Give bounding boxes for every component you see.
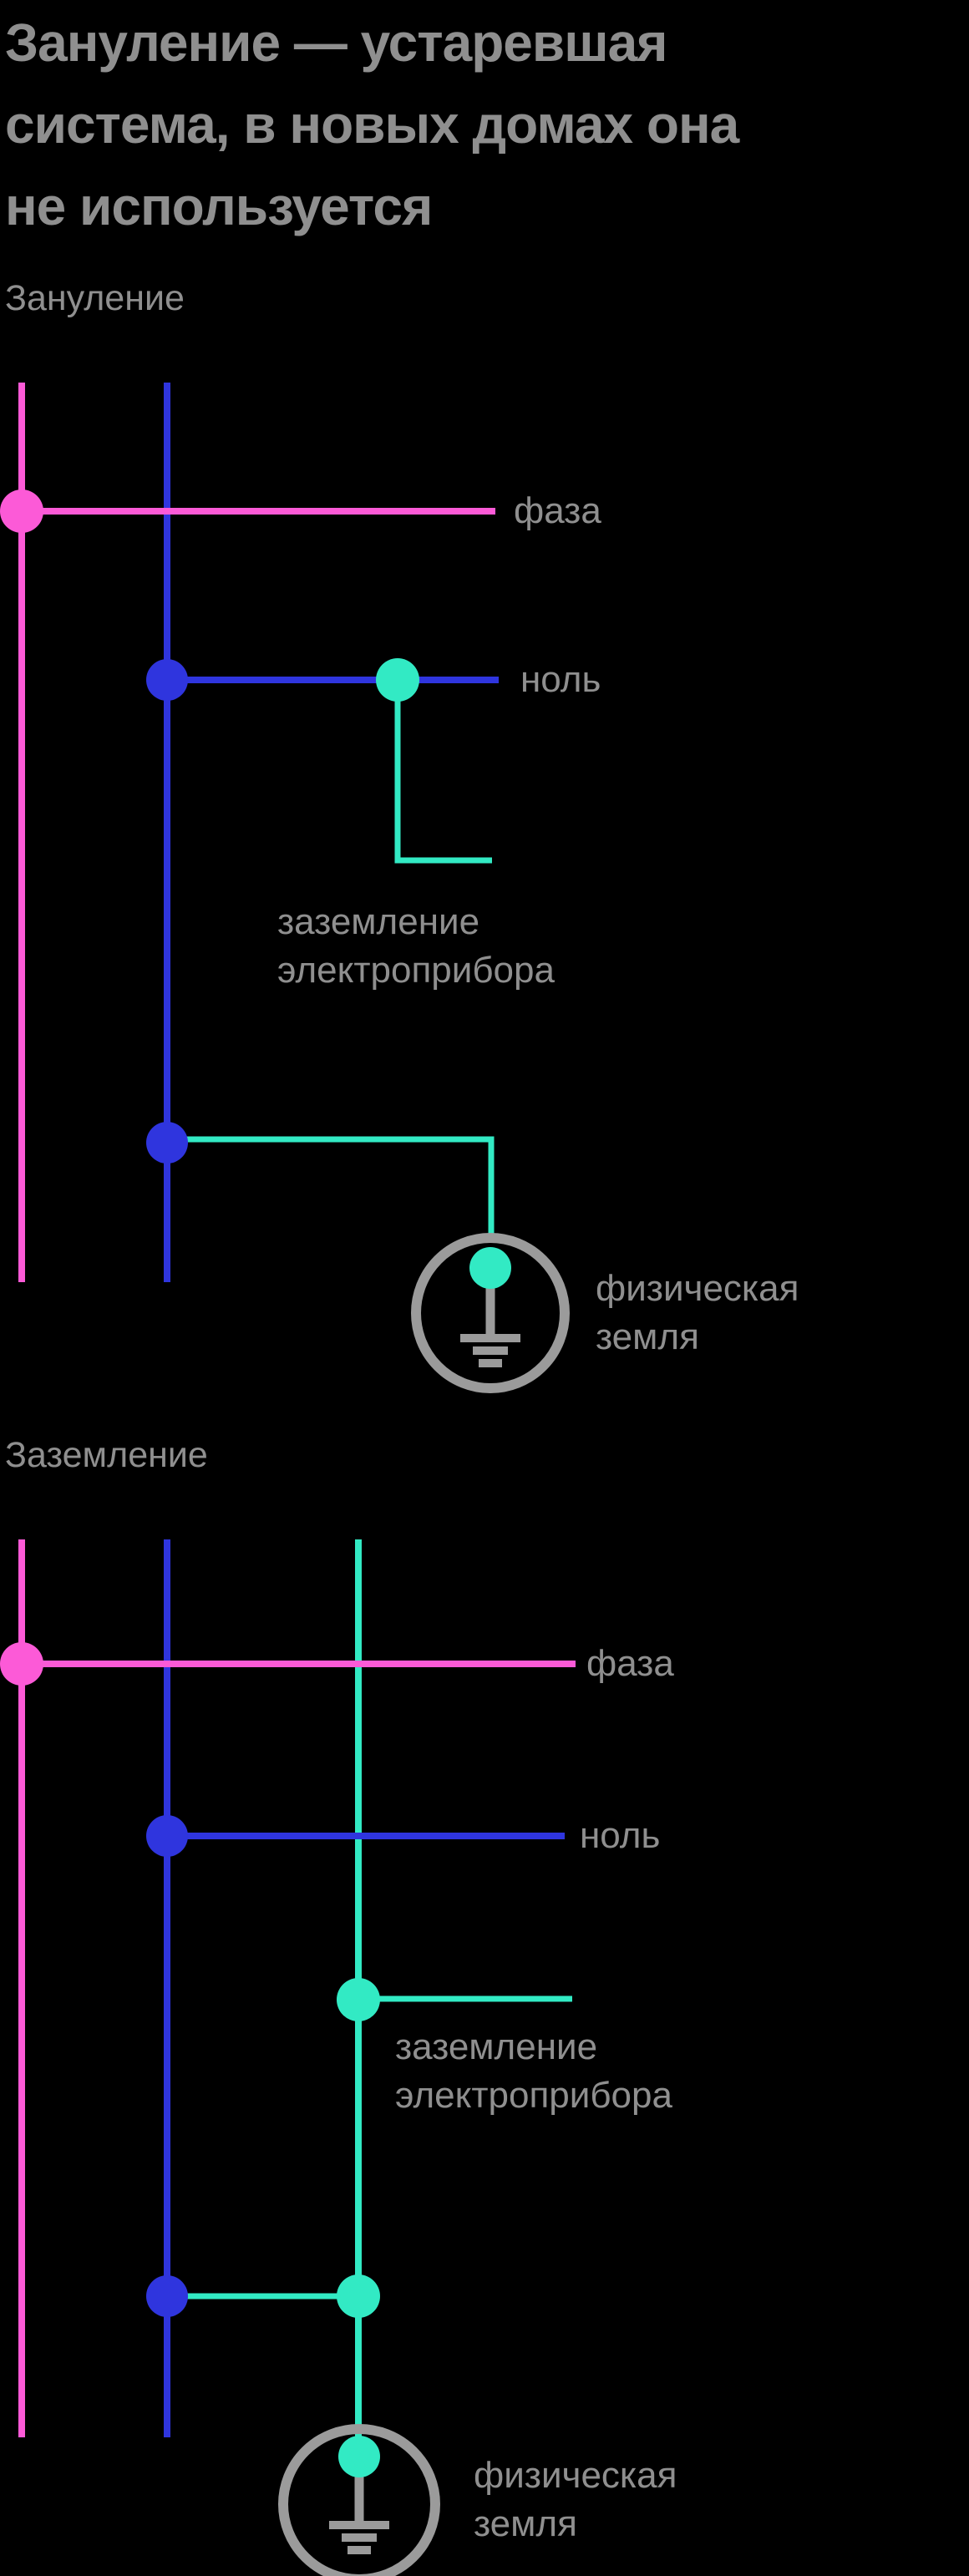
d2-earth-label-line2: земля — [474, 2503, 577, 2544]
d2-neutral-node — [146, 1815, 188, 1857]
d1-appliance-ground-node — [376, 658, 419, 702]
diagram2 — [0, 1539, 576, 2576]
d2-earth-symbol-node — [338, 2436, 380, 2477]
d1-neutral-label: ноль — [520, 659, 601, 700]
page-title: Зануление — устаревшая система, в новых … — [5, 2, 924, 247]
d1-earth-symbol-bar-short — [479, 1359, 502, 1367]
d2-appliance-ground-node — [337, 1978, 380, 2021]
d1-earth-label-line1: физическая — [596, 1268, 799, 1309]
d1-neutral-earth-node — [146, 1122, 188, 1164]
page-title-line-1: Зануление — устаревшая — [5, 13, 668, 73]
d2-earth-symbol — [278, 2424, 440, 2576]
d2-neutral-link-node — [146, 2275, 188, 2317]
d1-earth-label: физическая земля — [596, 1265, 799, 1362]
d1-earth-symbol-ring — [411, 1233, 570, 1393]
d1-earth-label-line2: земля — [596, 1316, 699, 1357]
d2-appliance-ground-label-line2: электроприбора — [395, 2075, 672, 2116]
d1-earth-symbol-bar-long — [460, 1334, 520, 1342]
d1-appliance-ground-label-line2: электроприбора — [277, 950, 555, 991]
d1-appliance-ground-label-line1: заземление — [277, 901, 480, 942]
d1-phase-label: фаза — [514, 490, 601, 531]
d2-earth-symbol-bar-long — [329, 2521, 389, 2529]
page-title-line-2: система, в новых домах она — [5, 94, 739, 155]
d2-appliance-ground-label: заземление электроприбора — [395, 2023, 672, 2120]
d2-earth-symbol-bar-medium — [342, 2533, 377, 2542]
d1-earth-symbol-bar-medium — [473, 1346, 508, 1355]
d1-neutral-node — [146, 659, 188, 701]
d2-phase-node — [0, 1642, 43, 1686]
d1-appliance-ground-wire — [394, 680, 492, 864]
d2-appliance-ground-label-line1: заземление — [395, 2026, 598, 2067]
diagram2-subtitle: Заземление — [5, 1435, 208, 1475]
d1-phase-node — [0, 489, 43, 533]
d2-neutral-label: ноль — [580, 1815, 661, 1856]
d2-earth-label: физическая земля — [474, 2452, 677, 2548]
diagram1 — [0, 383, 570, 1393]
d2-ground-link-node — [337, 2274, 380, 2318]
page-title-line-3: не используется — [5, 176, 433, 236]
d1-earth-symbol — [411, 1233, 570, 1393]
diagram1-subtitle: Зануление — [5, 278, 185, 318]
d2-earth-label-line1: физическая — [474, 2455, 677, 2496]
d1-appliance-ground-label: заземление электроприбора — [277, 898, 555, 995]
d1-earth-wire — [167, 1136, 495, 1240]
d2-phase-label: фаза — [586, 1643, 674, 1684]
d2-earth-symbol-ring — [278, 2424, 440, 2576]
d1-earth-symbol-node — [469, 1247, 511, 1289]
d2-earth-symbol-bar-short — [348, 2546, 371, 2554]
